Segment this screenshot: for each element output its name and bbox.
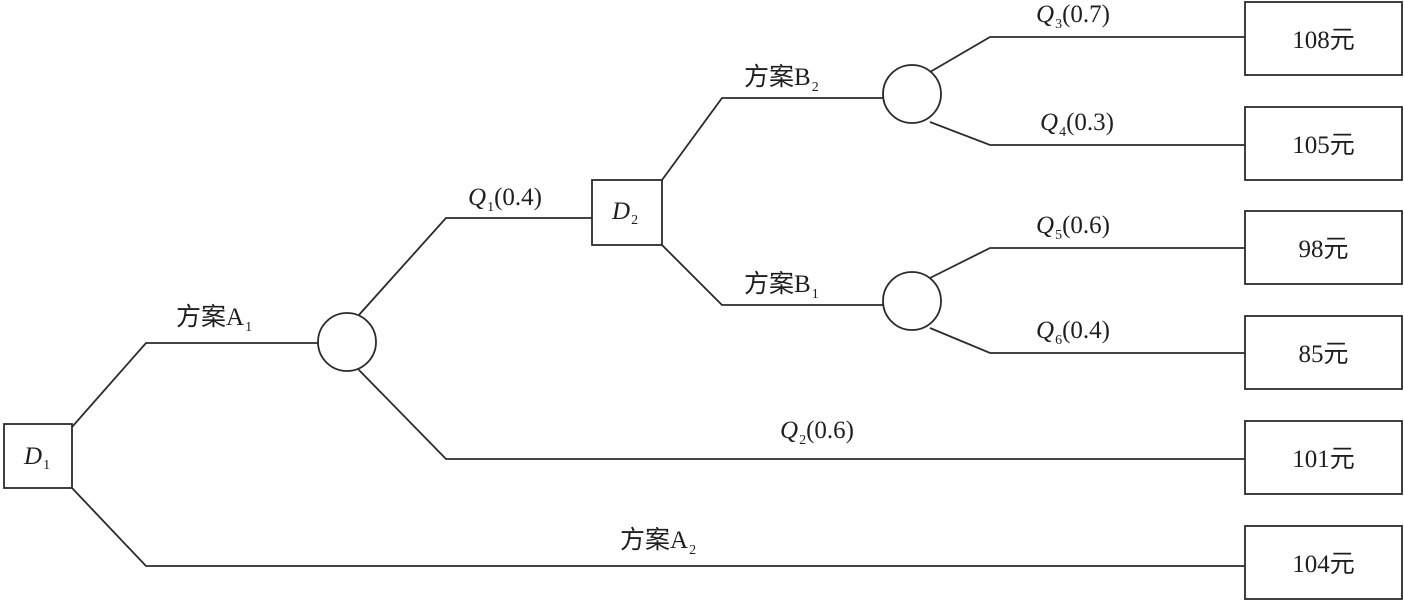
event-q4-label: Q4(0.3) [1040, 109, 1114, 140]
svg-text:D1: D1 [23, 443, 50, 473]
chance-node-b1 [882, 271, 942, 331]
d1-letter: D [23, 443, 42, 470]
decision-node-d2: D2 [591, 179, 663, 246]
event-q1-label: Q1(0.4) [468, 184, 542, 215]
d2-letter: D [611, 198, 630, 225]
event-q3-line [929, 36, 1245, 73]
outcome-value: 104元 [1292, 551, 1355, 578]
branch-b2-line [661, 97, 884, 181]
outcome-value: 98元 [1298, 236, 1348, 263]
outcome-box-85: 85元 [1244, 315, 1403, 390]
branch-b1-line [661, 244, 884, 306]
outcome-value: 108元 [1292, 27, 1355, 54]
event-q4-line [929, 121, 1245, 146]
branch-b2-label: 方案B2 [744, 63, 819, 95]
event-q6-label: Q6(0.4) [1036, 317, 1110, 348]
event-q2-label: Q2(0.6) [780, 417, 854, 448]
branch-a2-label: 方案A2 [620, 526, 696, 558]
event-q5-label: Q5(0.6) [1036, 212, 1110, 243]
outcome-box-108: 108元 [1244, 1, 1403, 76]
branch-a1-label: 方案A1 [176, 303, 252, 335]
d2-subscript: 2 [631, 213, 638, 228]
chance-node-b2 [882, 64, 942, 124]
branch-a2-line [71, 487, 1245, 567]
event-q1-line [357, 217, 592, 317]
svg-text:D2: D2 [611, 198, 638, 228]
event-q2-line [357, 368, 1245, 460]
outcome-value: 105元 [1292, 132, 1355, 159]
event-q5-line [929, 247, 1245, 279]
event-q6-line [929, 327, 1245, 354]
outcome-value: 101元 [1292, 446, 1355, 473]
outcome-box-105: 105元 [1244, 106, 1403, 181]
chance-node-a1 [317, 312, 377, 372]
event-q3-label: Q3(0.7) [1036, 1, 1110, 32]
branch-b1-label: 方案B1 [744, 270, 819, 302]
outcome-box-104: 104元 [1244, 525, 1403, 600]
d1-subscript: 1 [43, 458, 50, 473]
outcome-box-101: 101元 [1244, 420, 1403, 495]
outcome-value: 85元 [1298, 341, 1348, 368]
branch-a1-line [71, 342, 318, 428]
decision-node-d1: D1 [3, 423, 73, 489]
outcome-box-98: 98元 [1244, 210, 1403, 285]
